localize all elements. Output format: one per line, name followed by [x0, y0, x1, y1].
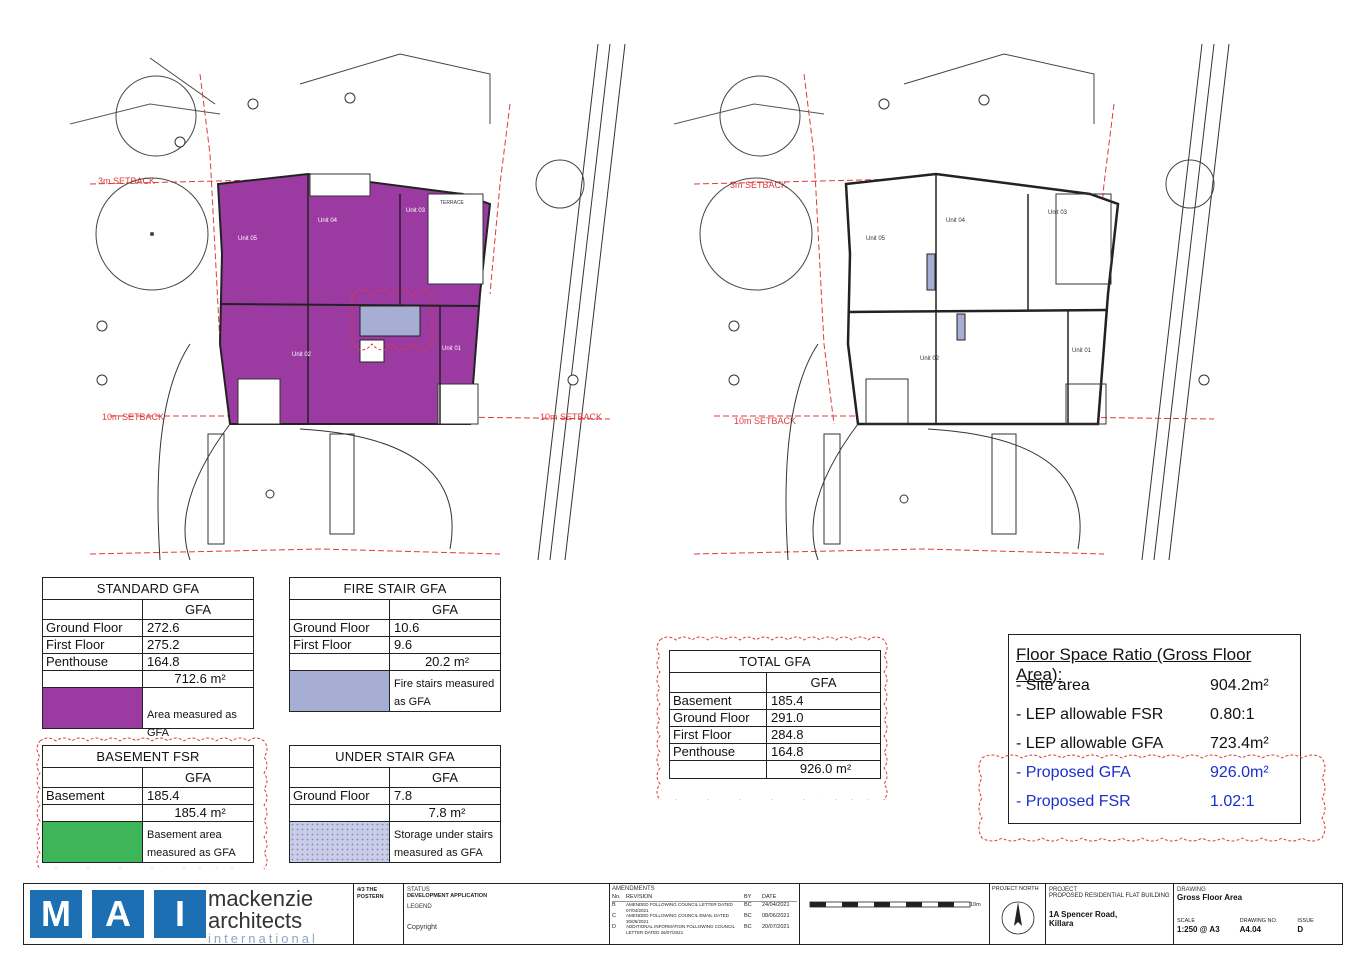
- scale-unit: 10m: [970, 902, 981, 908]
- table-total-row: 185.4 m²: [43, 805, 253, 822]
- table-title: STANDARD GFA: [43, 578, 253, 600]
- firm-name: mackenzie architects international: [208, 886, 318, 946]
- gfa-swatch: [43, 688, 143, 728]
- legend-row: Area measured as GFA: [43, 688, 253, 739]
- unit-04-label-right: Unit 04: [946, 218, 966, 224]
- company-logo: M A I: [30, 890, 206, 938]
- unit-05-label-right: Unit 05: [866, 236, 886, 242]
- title-block: M A I mackenzie architects international…: [23, 883, 1343, 946]
- basement-swatch: [43, 822, 143, 862]
- setback-3m-label: 3m SETBACK: [98, 176, 155, 186]
- table-title: UNDER STAIR GFA: [290, 746, 500, 768]
- setback-10m-label-right-plan: 10m SETBACK: [734, 416, 796, 426]
- scale-bar-cell: 10m: [800, 884, 990, 944]
- floor-plan-gfa-shaded: 3m SETBACK 10m SETBACK 10m SETBACK Unit …: [70, 44, 630, 560]
- scale-bar: [809, 901, 971, 908]
- table-title: FIRE STAIR GFA: [290, 578, 500, 600]
- table-total-row: 926.0 m²: [670, 761, 880, 778]
- setback-10m-label-right: 10m SETBACK: [540, 412, 602, 422]
- scale-field: SCALE 1:250 @ A3: [1177, 918, 1220, 934]
- unit-01-label-right: Unit 01: [1072, 348, 1092, 354]
- floor-plan-outline-drawing: 3m SETBACK 10m SETBACK Unit 05 Unit 04 U…: [674, 44, 1230, 560]
- drawing-number-field: DRAWING NO. A4.04: [1239, 918, 1278, 934]
- column-header: GFA: [184, 602, 211, 617]
- unit-04-label: Unit 04: [318, 218, 338, 224]
- amendments-cell: AMENDMENTS No. REVISION BY DATE B AMENDE…: [610, 884, 800, 944]
- table-row: D ADDITIONAL INFORMATION FOLLOWING COUNC…: [612, 924, 790, 935]
- status-cell: STATUS DEVELOPMENT APPLICATION LEGEND Co…: [404, 884, 610, 944]
- column-header: GFA: [184, 770, 211, 785]
- project-cell: PROJECT PROPOSED RESIDENTIAL FLAT BUILDI…: [1046, 884, 1174, 944]
- legend-row: Storage under stairs measured as GFA: [290, 822, 500, 862]
- column-header: GFA: [431, 770, 458, 785]
- unit-03-label: Unit 03: [406, 208, 426, 214]
- column-header: GFA: [431, 602, 458, 617]
- floor-plan-drawing: 3m SETBACK 10m SETBACK 10m SETBACK Unit …: [70, 44, 626, 560]
- legend-row: Fire stairs measured as GFA: [290, 671, 500, 711]
- unit-02-label-right: Unit 02: [920, 356, 940, 362]
- address-cell: 4/3 THE POSTERN: [354, 884, 404, 944]
- unit-01-label: Unit 01: [442, 346, 462, 352]
- floor-space-ratio-box: Floor Space Ratio (Gross Floor Area): - …: [1008, 634, 1301, 824]
- floor-plan-outline: 3m SETBACK 10m SETBACK Unit 05 Unit 04 U…: [674, 44, 1234, 560]
- drawing-cell: DRAWING Gross Floor Area SCALE 1:250 @ A…: [1177, 887, 1314, 934]
- issue-field: ISSUE D: [1297, 918, 1314, 934]
- amendments-header: No. REVISION BY DATE: [612, 894, 797, 902]
- north-arrow-icon: [1001, 901, 1035, 935]
- under-stair-swatch: [290, 822, 390, 862]
- fsr-title: Floor Space Ratio (Gross Floor Area):: [1016, 645, 1252, 684]
- fire-stair-swatch: [290, 671, 390, 711]
- table-total-row: 7.8 m²: [290, 805, 500, 822]
- terrace-label: TERRACE: [440, 200, 465, 206]
- logo-letter-i: I: [154, 890, 206, 938]
- unit-03-label-right: Unit 03: [1048, 210, 1068, 216]
- table-title: BASEMENT FSR: [43, 746, 253, 768]
- unit-02-label: Unit 02: [292, 352, 312, 358]
- table-total-row: 712.6 m²: [43, 671, 253, 688]
- logo-cell: M A I mackenzie architects international: [24, 884, 354, 946]
- setback-10m-label: 10m SETBACK: [102, 412, 164, 422]
- unit-05-label: Unit 05: [238, 236, 258, 242]
- legend-row: Basement area measured as GFA: [43, 822, 253, 862]
- table-total-row: 20.2 m²: [290, 654, 500, 671]
- north-cell: PROJECT NORTH: [990, 884, 1046, 944]
- setback-3m-label-right-plan: 3m SETBACK: [730, 180, 787, 190]
- table-row: B AMENDED FOLLOWING COUNCIL LETTER DATED…: [612, 902, 790, 913]
- column-header: GFA: [810, 675, 837, 690]
- table-title: TOTAL GFA: [670, 651, 880, 673]
- table-row: C AMENDED FOLLOWING COUNCIL EMAIL DATED …: [612, 913, 790, 924]
- logo-letter-m: M: [30, 890, 82, 938]
- logo-letter-a: A: [92, 890, 144, 938]
